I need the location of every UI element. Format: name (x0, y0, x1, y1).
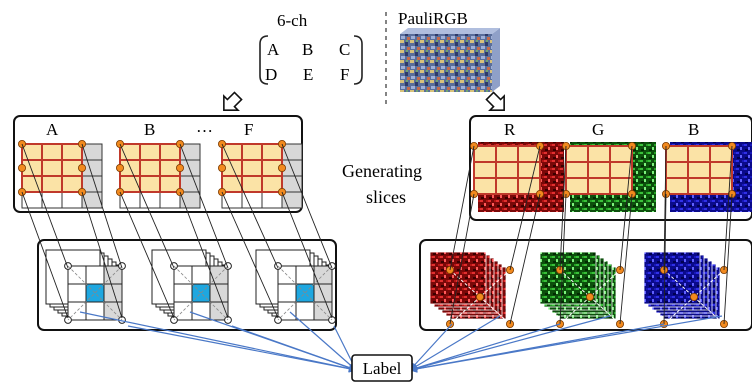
connector-line (619, 145, 633, 271)
matrix-cell-a: A (267, 40, 280, 59)
connector-line (281, 191, 333, 319)
rgb-label-b: B (688, 120, 699, 139)
left-slice-stacks (45, 249, 336, 324)
window-fill (566, 146, 632, 194)
pauli-rgb-title: PauliRGB (398, 9, 468, 28)
label-arrow-right (409, 323, 453, 371)
rgb-channel-grids (469, 141, 752, 212)
label-arrow-right (409, 315, 723, 373)
matrix-cell-d: D (265, 65, 277, 84)
connector-line (221, 143, 279, 269)
label-arrow-left (289, 311, 357, 371)
generating-label: Generating (342, 161, 422, 181)
slice-stack-1 (45, 249, 126, 324)
label-arrow-right (409, 323, 561, 372)
channel-grid-g (562, 141, 656, 212)
connector-line (21, 143, 69, 269)
six-ch-title: 6-ch (277, 11, 308, 30)
connector-line (179, 143, 229, 269)
connector-line (559, 193, 567, 325)
window-fill (222, 144, 282, 192)
label-arrow-left (231, 325, 357, 372)
grid-node (277, 163, 286, 172)
channel-grid-a (17, 139, 103, 209)
channel-grid-b (662, 141, 752, 212)
connector-line (559, 145, 567, 271)
window-fill (666, 146, 732, 194)
connector-line (281, 143, 333, 269)
matrix-cell-f: F (340, 65, 349, 84)
connector-line (509, 193, 541, 325)
grid-node (78, 163, 87, 172)
rgb-label-r: R (504, 120, 516, 139)
rgb-label-g: G (592, 120, 604, 139)
channel-grid-r (469, 141, 564, 212)
connector-line (21, 191, 69, 319)
connector-line (449, 145, 475, 271)
connector-line (723, 145, 733, 271)
label-arrow-left (79, 311, 357, 373)
connector-line (619, 193, 633, 325)
matrix-cell-b: B (302, 40, 313, 59)
six-channel-matrix: 6-ch A B C D E F (259, 11, 363, 85)
connector-line (119, 143, 175, 269)
left-label-b: B (144, 120, 155, 139)
connector-line (221, 191, 279, 319)
rgb-slice-stack-b (643, 251, 729, 328)
matrix-left-bracket (259, 35, 269, 85)
connector-line (449, 193, 475, 325)
connector-line (663, 193, 667, 325)
connector-line (81, 143, 123, 269)
left-label-f: F (244, 120, 253, 139)
channel-grid-b (116, 139, 201, 209)
window-fill (120, 144, 180, 192)
slice-node (690, 292, 699, 301)
hollow-arrow-right (485, 91, 505, 111)
pauli-rgb-image-stack (400, 28, 500, 92)
window-fill (22, 144, 82, 192)
grid-node (175, 163, 184, 172)
label-arrow-left (127, 325, 357, 373)
rgb-slice-stack-g (539, 251, 625, 328)
connector-line (663, 145, 667, 271)
label-box-text: Label (363, 359, 402, 378)
matrix-right-bracket (353, 35, 363, 85)
label-arrows (79, 311, 723, 373)
pauli-rgb-group: PauliRGB (398, 9, 500, 92)
slice-node (586, 292, 595, 301)
matrix-cell-e: E (303, 65, 313, 84)
left-label-a: A (46, 120, 59, 139)
rgb-slice-stacks (429, 251, 729, 328)
grid-node (217, 163, 226, 172)
slice-stack-3 (255, 249, 336, 324)
slices-label: slices (366, 187, 406, 207)
left-ellipsis: … (196, 117, 213, 136)
left-channel-grids (17, 139, 303, 209)
matrix-cell-c: C (339, 40, 350, 59)
grid-node (116, 163, 125, 172)
connector-line (509, 145, 541, 271)
hollow-arrow-left (223, 91, 243, 111)
slice-connector-lines (21, 143, 733, 325)
window-fill (474, 146, 540, 194)
connector-line (81, 191, 123, 319)
channel-grid-f (217, 139, 303, 209)
label-box: Label (351, 354, 413, 382)
connector-line (723, 193, 733, 325)
grid-node (17, 163, 26, 172)
label-arrow-right (409, 315, 501, 371)
slice-node (475, 292, 484, 301)
label-arrow-right (409, 315, 611, 373)
connector-line (119, 191, 175, 319)
connector-line (179, 191, 229, 319)
slice-stack-2 (151, 249, 232, 324)
